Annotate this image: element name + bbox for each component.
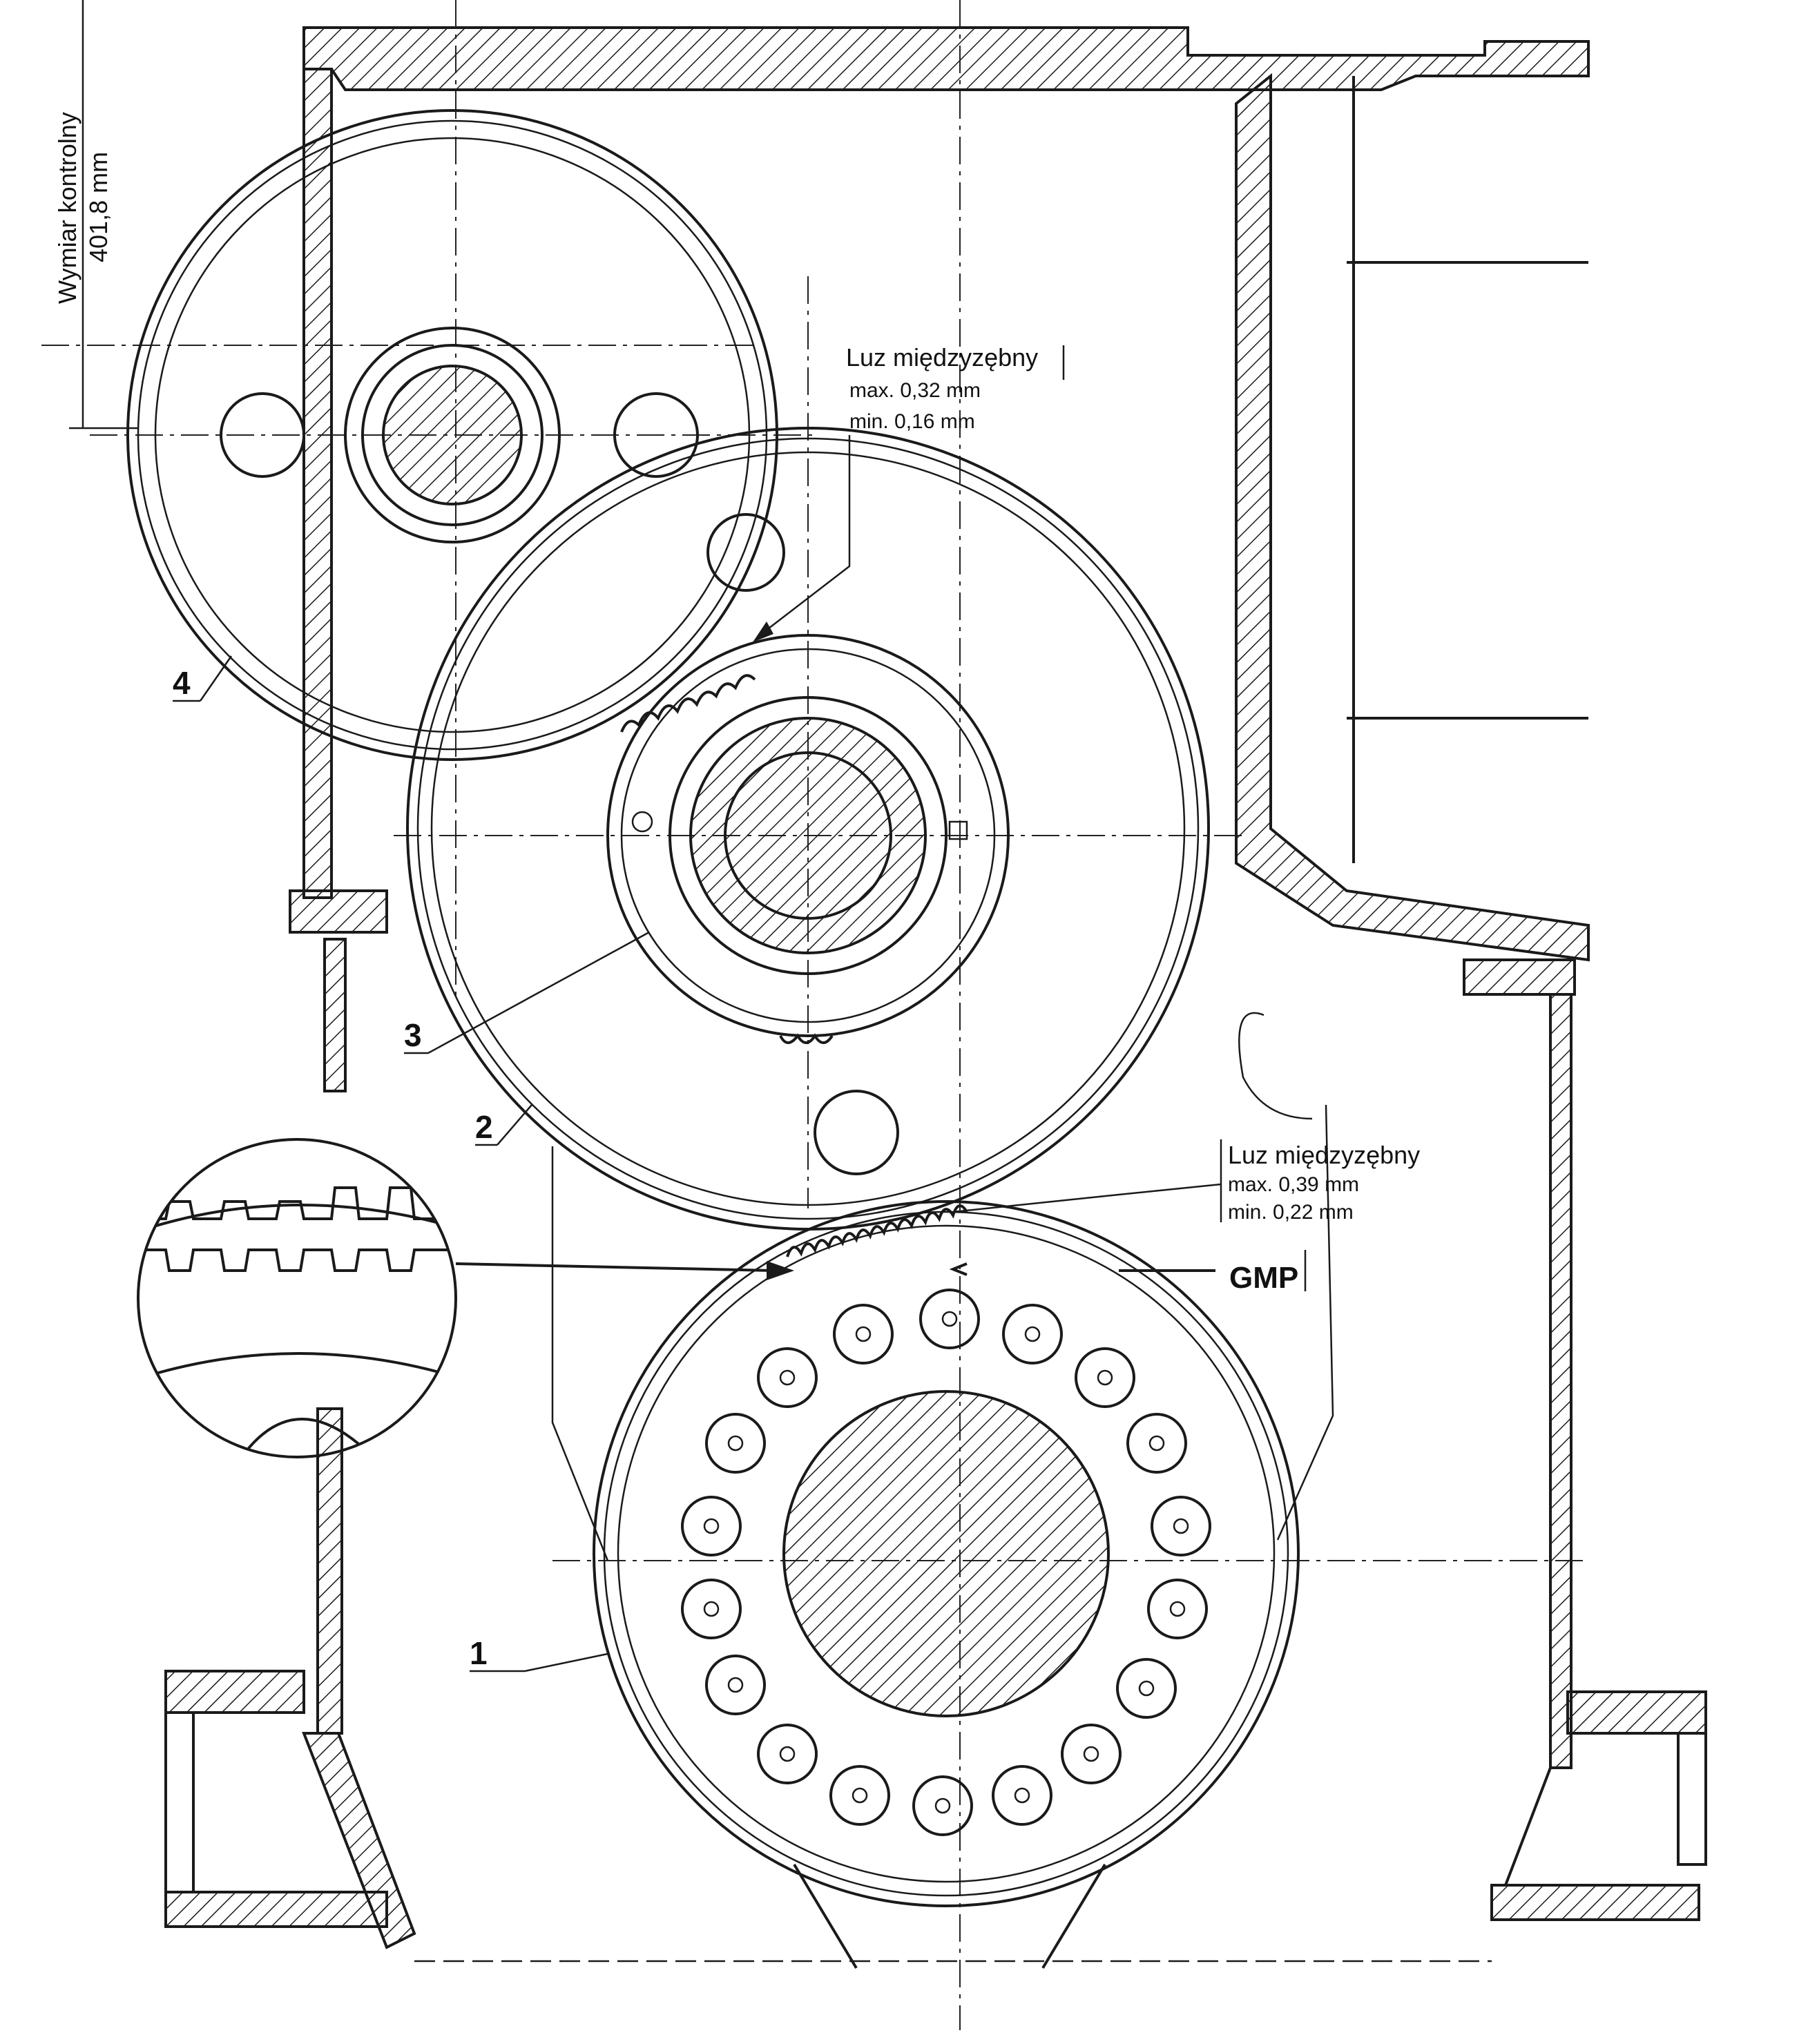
centre-lines — [41, 0, 1588, 2030]
gmp-marker: GMP — [1119, 1250, 1307, 1295]
backlash-lower-title: Luz międzyzębny — [1228, 1141, 1420, 1169]
control-dimension-label: Wymiar kontrolny — [53, 112, 81, 304]
control-dimension: Wymiar kontrolny 401,8 mm — [53, 0, 138, 430]
backlash-upper-max: max. 0,32 mm — [849, 379, 981, 402]
detail-view — [137, 1138, 794, 1458]
gear-3 — [606, 634, 1010, 1044]
part-label-4: 4 — [173, 665, 191, 701]
control-dimension-value: 401,8 mm — [84, 152, 113, 262]
housing — [164, 26, 1707, 1969]
backlash-note-upper: Luz międzyzębny max. 0,32 mm min. 0,16 m… — [753, 343, 1065, 642]
gear-4 — [126, 109, 778, 761]
backlash-lower-max: max. 0,39 mm — [1228, 1173, 1359, 1196]
backlash-note-lower: Luz międzyzębny max. 0,39 mm min. 0,22 m… — [952, 1139, 1420, 1224]
part-labels: 4 3 2 1 — [173, 655, 650, 1672]
part-label-2: 2 — [475, 1109, 493, 1145]
part-label-1: 1 — [470, 1635, 488, 1671]
backlash-upper-min: min. 0,16 mm — [849, 410, 975, 433]
gmp-label: GMP — [1229, 1261, 1298, 1295]
part-label-3: 3 — [404, 1017, 422, 1053]
backlash-lower-min: min. 0,22 mm — [1228, 1201, 1354, 1224]
bolt-ring — [681, 1289, 1211, 1836]
backlash-upper-title: Luz międzyzębny — [846, 343, 1038, 372]
gear-1 — [593, 1200, 1300, 1907]
